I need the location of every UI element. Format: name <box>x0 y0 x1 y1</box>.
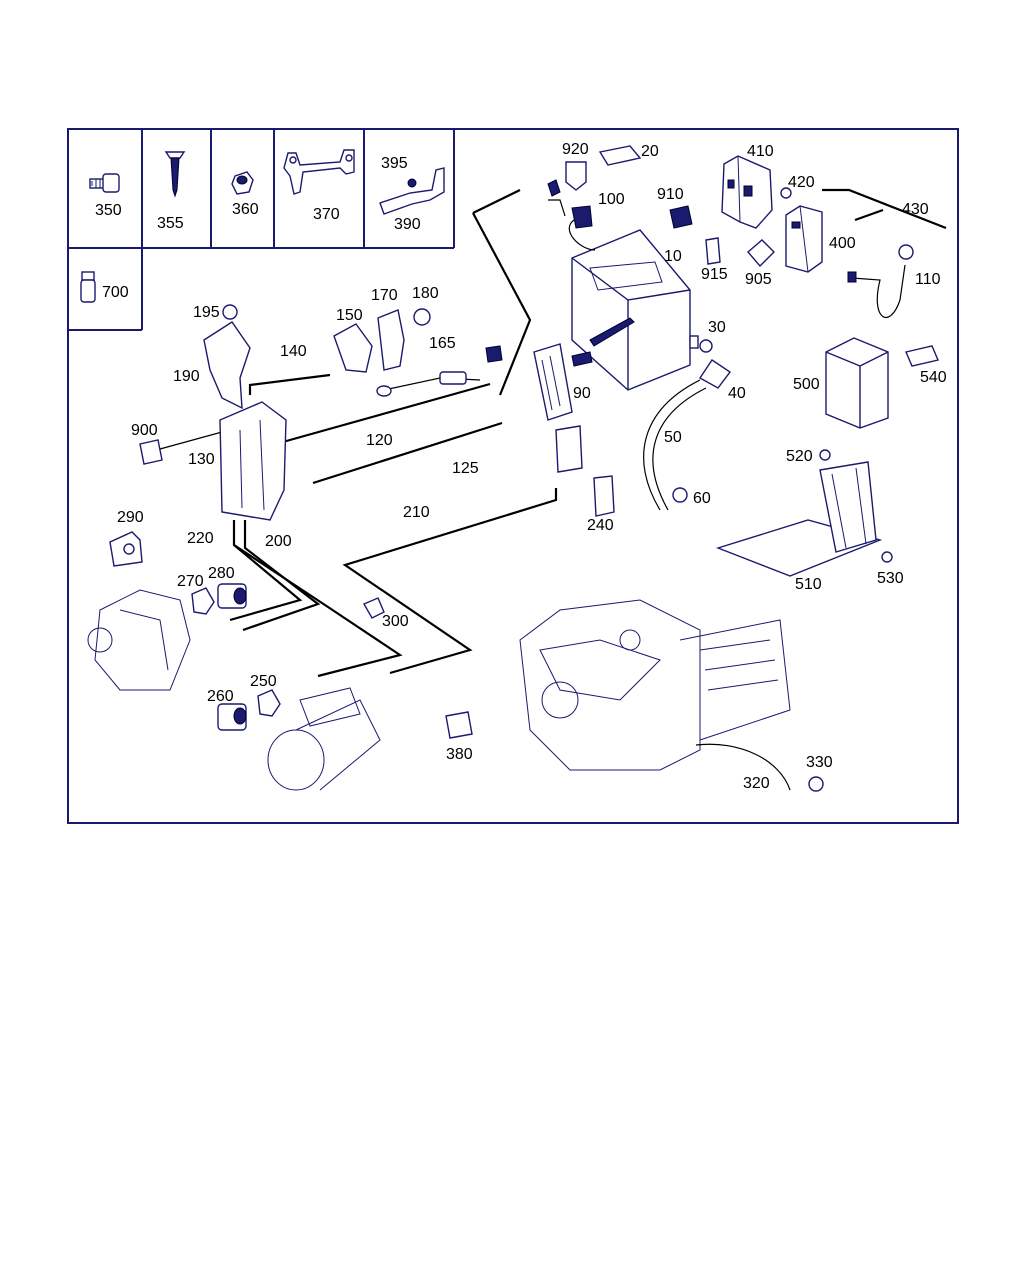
starter-sketch <box>267 687 381 791</box>
label-540: 540 <box>920 369 947 386</box>
label-520: 520 <box>786 448 813 465</box>
label-280: 280 <box>208 565 235 582</box>
label-915: 915 <box>701 266 728 283</box>
cable-165 <box>376 345 503 397</box>
cable-lines <box>159 188 947 678</box>
part-labels: 350 355 360 370 395 390 700 920 20 410 1… <box>95 141 947 792</box>
diagram-frame <box>67 128 959 824</box>
label-140: 140 <box>280 343 307 360</box>
engine-assembly-sketch <box>519 599 791 771</box>
label-10: 10 <box>664 248 682 265</box>
label-380: 380 <box>446 746 473 763</box>
label-150: 150 <box>336 307 363 324</box>
label-330: 330 <box>806 754 833 771</box>
bracket-390-icon <box>379 167 445 215</box>
label-500: 500 <box>793 376 820 393</box>
bolt-420 <box>780 187 792 199</box>
label-110: 110 <box>915 271 941 288</box>
tray-510 <box>715 449 893 577</box>
alternator-sketch <box>87 589 191 691</box>
cover-915 <box>705 237 721 265</box>
legend-label-390: 390 <box>394 216 421 233</box>
clip-380 <box>445 711 473 739</box>
legend-label-355: 355 <box>157 215 184 232</box>
label-170: 170 <box>371 287 398 304</box>
label-260: 260 <box>207 688 234 705</box>
label-900: 900 <box>131 422 158 439</box>
cable-320 <box>695 743 824 792</box>
cover-190 <box>203 304 251 410</box>
label-910: 910 <box>657 186 684 203</box>
label-200: 200 <box>265 533 292 550</box>
label-30: 30 <box>708 319 726 336</box>
cable-110 <box>847 244 914 319</box>
part-540 <box>905 345 939 367</box>
label-60: 60 <box>693 490 711 507</box>
label-130: 130 <box>188 451 215 468</box>
label-125: 125 <box>452 460 479 477</box>
module-150-170-180 <box>333 308 431 373</box>
hose-30-40-50 <box>643 339 732 511</box>
clip-355-icon <box>164 151 186 198</box>
clip-300 <box>363 597 385 619</box>
bracket-410 <box>721 155 773 229</box>
connector-240 <box>555 425 615 517</box>
legend-label-360: 360 <box>232 201 259 218</box>
pad-20 <box>598 145 642 166</box>
battery-500 <box>825 337 889 429</box>
grommets-270-280 <box>191 583 247 615</box>
bracket-370-icon <box>283 149 355 195</box>
label-120: 120 <box>366 432 393 449</box>
stud-700-icon <box>80 271 96 303</box>
grommets-250-260 <box>217 689 281 731</box>
label-195: 195 <box>193 304 220 321</box>
plug-910 <box>669 205 693 229</box>
label-410: 410 <box>747 143 774 160</box>
fuse-box-90 <box>533 343 593 421</box>
legend-label-700: 700 <box>102 284 129 301</box>
module-400 <box>785 205 823 273</box>
label-40: 40 <box>728 385 746 402</box>
legend-label-370: 370 <box>313 206 340 223</box>
label-180: 180 <box>412 285 439 302</box>
pad-920 <box>565 161 587 191</box>
label-210: 210 <box>403 504 430 521</box>
terminal-100 <box>547 179 596 251</box>
label-100: 100 <box>598 191 625 208</box>
label-165: 165 <box>429 335 456 352</box>
label-920: 920 <box>562 141 589 158</box>
label-190: 190 <box>173 368 200 385</box>
label-50: 50 <box>664 429 682 446</box>
label-250: 250 <box>250 673 277 690</box>
nut-360-icon <box>231 171 254 195</box>
label-290: 290 <box>117 509 144 526</box>
label-270: 270 <box>177 573 204 590</box>
label-240: 240 <box>587 517 614 534</box>
battery-10 <box>571 229 699 391</box>
label-420: 420 <box>788 174 815 191</box>
label-220: 220 <box>187 530 214 547</box>
housing-130 <box>219 401 287 521</box>
bolt-350-icon <box>89 173 120 193</box>
label-905 <box>747 239 775 268</box>
label-905: 905 <box>745 271 772 288</box>
plug-900 <box>139 439 163 465</box>
label-400: 400 <box>829 235 856 252</box>
label-530: 530 <box>877 570 904 587</box>
label-300: 300 <box>382 613 409 630</box>
label-90: 90 <box>573 385 591 402</box>
legend-label-350: 350 <box>95 202 122 219</box>
label-430: 430 <box>902 201 929 218</box>
legend-label-395: 395 <box>381 155 408 172</box>
label-510: 510 <box>795 576 822 593</box>
label-20: 20 <box>641 143 659 160</box>
label-320: 320 <box>743 775 770 792</box>
bracket-290 <box>109 531 143 567</box>
